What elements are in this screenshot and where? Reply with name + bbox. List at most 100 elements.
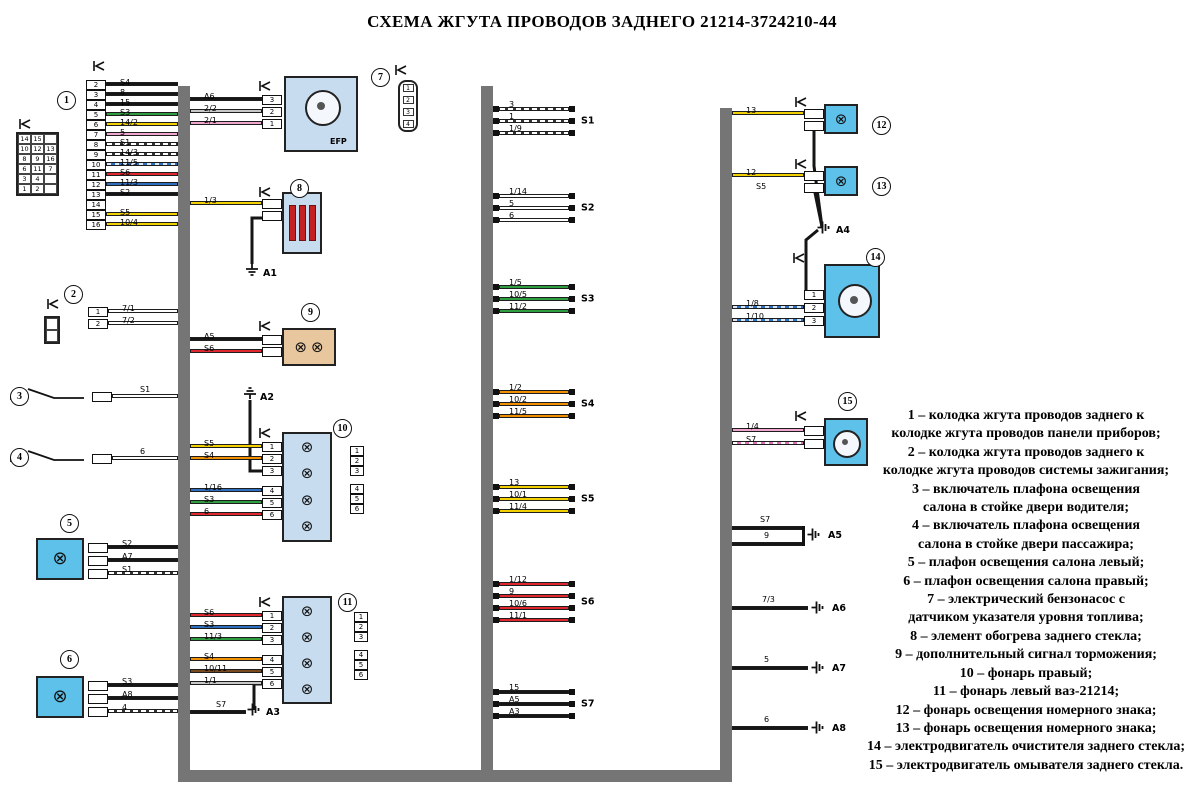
legend-line: 10 – фонарь правый;: [959, 665, 1093, 681]
motor-row: 1/10 3: [732, 313, 824, 327]
pump-motor-dot: [317, 102, 325, 110]
connector-arrow-icon: [795, 97, 807, 107]
wire-label: A8: [122, 690, 133, 699]
wire: [732, 526, 804, 530]
legend-line: 1 – колодка жгута проводов заднего к: [907, 408, 1145, 423]
wire: [732, 726, 808, 730]
connector-arrow-icon: [795, 411, 807, 421]
wire: [106, 142, 178, 146]
wire: [732, 666, 808, 670]
wire: [190, 109, 262, 113]
wire: [106, 162, 178, 166]
wire: [732, 440, 804, 445]
splice-terminal: [493, 205, 499, 211]
connector1-pin-rows: 2 S4 3 8 4 15: [86, 79, 178, 230]
heater-row: 1/3: [190, 197, 282, 210]
wire: [190, 657, 262, 661]
lamp-icon: ⊗: [300, 437, 314, 456]
splice-terminal: [493, 484, 499, 490]
lamp-row: S4 2: [190, 452, 282, 465]
splice-terminal: [569, 581, 575, 587]
connector-pin: [804, 121, 824, 131]
ground-icon-a1: [246, 264, 258, 276]
wire: [190, 681, 262, 685]
wire-label: S1: [122, 565, 133, 574]
splice-label: S5: [581, 493, 595, 505]
wire: [190, 121, 262, 125]
connector-arrow-icon: [259, 597, 271, 607]
wire-label: 9: [764, 531, 770, 540]
connector-pin: [88, 555, 108, 566]
splice-terminal: [569, 308, 575, 314]
connector-pin: 2: [88, 319, 108, 329]
connector-pin: [262, 199, 282, 209]
motor-row: 1/4: [732, 423, 824, 437]
wire-label: 11/3: [204, 632, 222, 641]
splice-terminal: [569, 106, 575, 112]
wire: [108, 570, 178, 575]
wire: [499, 414, 569, 418]
connector-pin: [804, 438, 824, 449]
legend-line: 11 – фонарь левый ваз-21214;: [932, 684, 1120, 700]
legend-line: 3 – включатель плафона освещения: [912, 481, 1140, 497]
splice-terminal: [493, 689, 499, 695]
wire: [499, 606, 569, 610]
connector-pin: 3: [804, 315, 824, 326]
lamp-row: [732, 182, 824, 194]
wiper-motor-rows: 1 1/8 2 1/10 3: [732, 288, 824, 327]
splice-wire-row: 11/1: [493, 611, 575, 626]
face-pin: 11: [31, 164, 44, 174]
wire-label: 6: [764, 715, 770, 724]
heater-row: [190, 210, 282, 222]
left-tail-lamp-box: ⊗ ⊗ ⊗ ⊗: [282, 596, 332, 704]
connector-pin: 2: [262, 107, 282, 117]
lamp-icon: ⊗: [300, 653, 314, 672]
pin-cell: 2: [354, 622, 368, 632]
legend-line: салона в стойке двери пассажира;: [918, 536, 1134, 552]
harness-bus-left: [178, 86, 190, 782]
connector-pin: 12: [86, 180, 106, 190]
wire-label: 2/2: [204, 104, 217, 113]
wire: [190, 669, 262, 673]
splice-wire-row: 5: [493, 199, 575, 214]
wire-label: 4: [122, 703, 128, 712]
wire-tie: [802, 526, 805, 546]
wire-label: 1/5: [509, 278, 522, 287]
wire-label: 6: [204, 507, 210, 516]
splice-terminal: [569, 401, 575, 407]
dome-lamp-right-rows: S3 A8 4: [88, 678, 178, 718]
harness-bus-right: [720, 108, 732, 782]
wire: [499, 402, 569, 406]
motor-dot: [850, 296, 858, 304]
wire: [108, 695, 178, 700]
splice-terminal: [569, 193, 575, 199]
component-number-6: 6: [60, 650, 79, 669]
face-pin: 6: [18, 164, 31, 174]
face-pin: 7: [44, 164, 57, 174]
wire-label: 15: [120, 98, 131, 107]
lamp-row: S2: [88, 539, 178, 554]
connector2-row: 2 7/2: [88, 317, 178, 330]
splice-terminal: [493, 701, 499, 707]
wire-label: S3: [204, 620, 215, 629]
connector1-row: 2 S4: [86, 79, 178, 90]
splice-label: S6: [581, 596, 595, 608]
wire: [108, 708, 178, 713]
rear-window-heater-box: [282, 192, 322, 254]
legend-line: 12 – фонарь освещения номерного знака;: [895, 702, 1157, 718]
lamp-row: 3: [190, 465, 282, 477]
motor-row: S7: [732, 436, 824, 450]
ground-label: A2: [260, 392, 274, 403]
pin-cell: 3: [354, 632, 368, 642]
wire-label: 10/1: [509, 490, 527, 499]
connector-pin: [804, 183, 824, 193]
splice-terminal: [569, 617, 575, 623]
wire-label: S2: [122, 539, 133, 548]
wire: [499, 594, 569, 598]
brake-row: S6: [190, 345, 282, 358]
wire: [108, 309, 178, 313]
pump-motor-icon: [305, 90, 341, 126]
splice-wire-row: A5: [493, 695, 575, 710]
washer-motor-box: [824, 418, 868, 466]
plate-lamp2-rows: 12: [732, 169, 824, 194]
